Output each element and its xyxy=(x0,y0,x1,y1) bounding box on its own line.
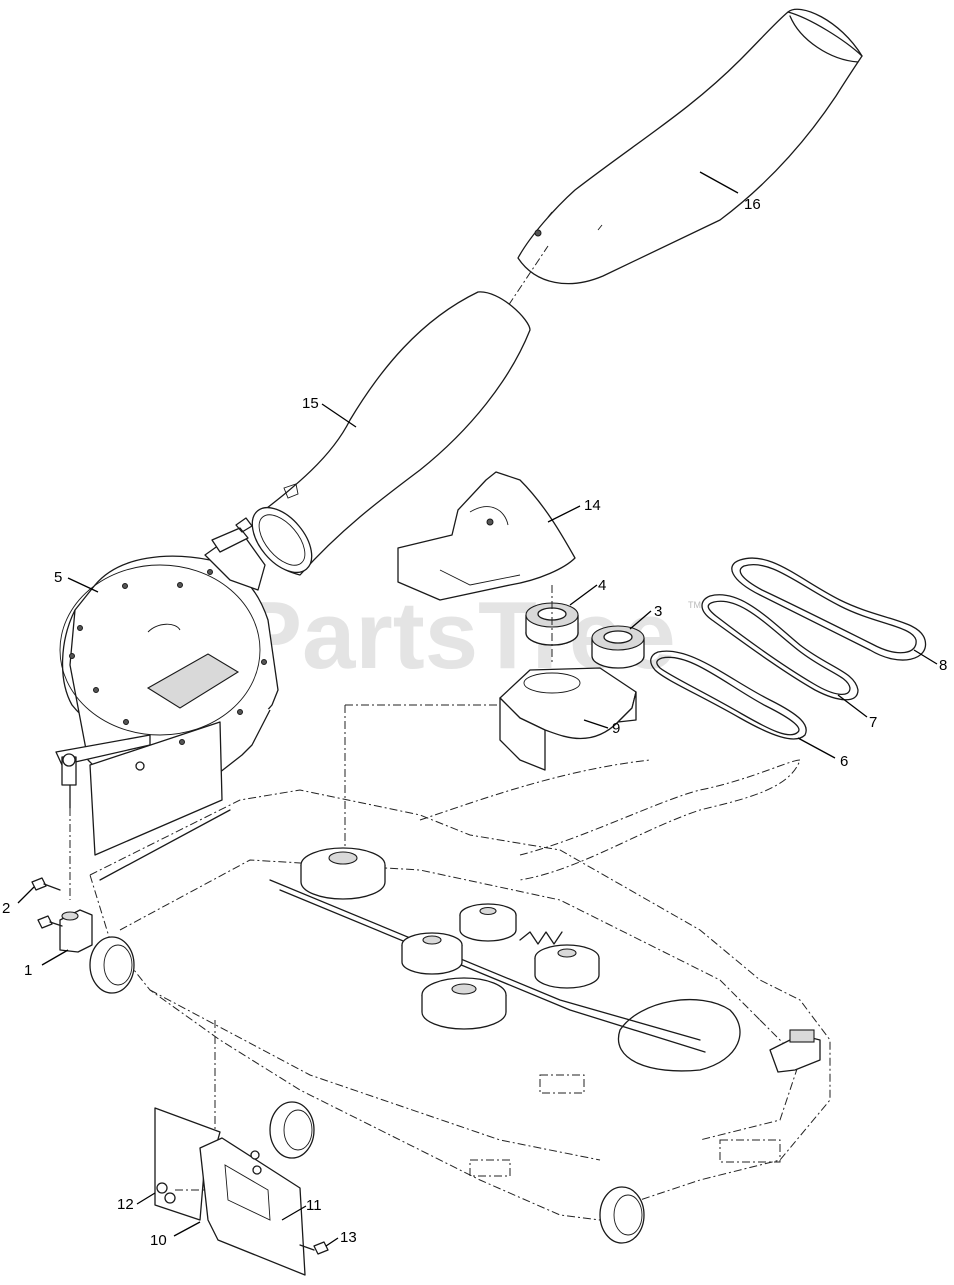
belt-cover xyxy=(397,471,576,601)
deck-pulley-idler xyxy=(534,944,600,989)
callout-11: 11 xyxy=(306,1197,322,1214)
callout-4: 4 xyxy=(598,577,606,594)
callout-15: 15 xyxy=(302,395,319,412)
callout-10: 10 xyxy=(150,1232,167,1249)
callout-1: 1 xyxy=(24,962,32,979)
callout-7: 7 xyxy=(869,714,877,731)
callout-2: 2 xyxy=(2,900,10,917)
leader-lines xyxy=(17,171,938,1247)
callout-16: 16 xyxy=(744,196,761,213)
lower-discharge-tube xyxy=(251,291,531,576)
upper-discharge-tube xyxy=(517,8,863,285)
callout-14: 14 xyxy=(584,497,601,514)
caster-wheel-middle xyxy=(269,1101,315,1159)
deck-connector xyxy=(769,1029,821,1073)
bolt-13 xyxy=(250,1150,329,1255)
mower-deck xyxy=(89,759,831,1221)
callout-12: 12 xyxy=(117,1196,134,1213)
caster-wheel-right xyxy=(599,1186,645,1244)
deck-pulley-left xyxy=(401,932,463,975)
callout-labels: 1 2 3 4 5 6 7 8 9 10 11 12 13 14 15 16 xyxy=(2,196,947,1249)
callout-8: 8 xyxy=(939,657,947,674)
hinge-bracket xyxy=(59,909,93,953)
caster-wheel-left xyxy=(89,936,135,994)
callout-5: 5 xyxy=(54,569,62,586)
deck-pulley-front xyxy=(421,977,507,1030)
watermark-trademark: TM xyxy=(688,600,701,610)
deck-pulley-right xyxy=(459,903,517,942)
callout-3: 3 xyxy=(654,603,662,620)
callout-6: 6 xyxy=(840,753,848,770)
bolt-2 xyxy=(31,877,63,929)
drive-belt-6 xyxy=(650,650,807,740)
callout-13: 13 xyxy=(340,1229,357,1246)
drive-belt-8 xyxy=(731,557,927,661)
blower-housing xyxy=(55,517,279,856)
deck-pulley-center xyxy=(300,847,386,900)
drive-belt-7 xyxy=(701,594,859,701)
pulley-guard-bracket xyxy=(499,667,637,771)
callout-9: 9 xyxy=(612,720,620,737)
baffle-plate-11 xyxy=(199,1137,306,1276)
deck-spring xyxy=(519,931,563,945)
bearing-3 xyxy=(591,625,645,669)
hardware-12 xyxy=(156,1182,205,1204)
